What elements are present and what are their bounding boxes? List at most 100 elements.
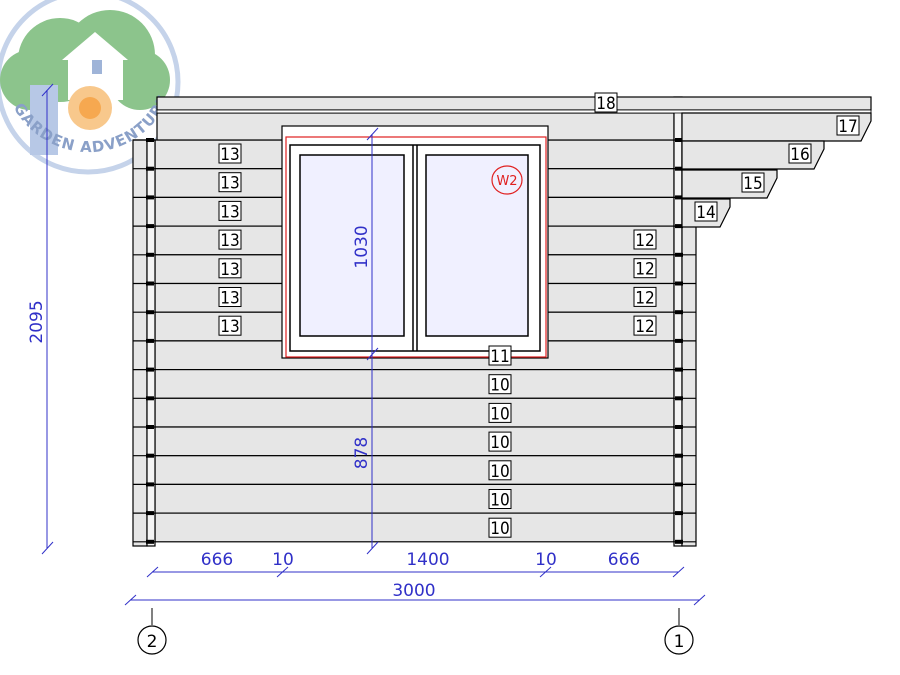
post-notch [675,539,683,544]
log-label-top-beam: 18 [594,92,618,114]
post-notch [146,252,154,257]
post-notch [675,338,683,343]
dim-window-height: 1030 [352,225,372,268]
wall-log [154,455,675,486]
dim-segment: 666 [608,550,640,570]
window-tag: W2 [496,174,517,189]
wall-log [154,512,675,543]
log-label-right: 12 [633,258,657,280]
post-notch [146,396,154,401]
post-notch [146,166,154,171]
dim-segment: 10 [272,550,294,570]
post-notch [146,482,154,487]
window-w2: W2 [281,125,549,359]
dim-overall-width: 3000 [392,581,435,601]
post-notch [675,138,683,142]
svg-text:12: 12 [635,260,654,280]
post-notch [675,511,683,516]
log-label-roof-step: 14 [694,201,718,223]
post-notch [675,396,683,401]
post-notch [146,138,154,142]
svg-text:13: 13 [220,231,239,251]
log-label-lower: 10 [488,431,512,453]
post-notch [146,367,154,372]
wall-log [154,483,675,514]
svg-text:14: 14 [696,203,715,223]
post-notch [146,310,154,315]
svg-text:16: 16 [790,145,809,165]
svg-text:13: 13 [220,289,239,309]
log-label-lower: 10 [488,460,512,482]
svg-text:10: 10 [490,376,509,396]
post-notch [146,425,154,429]
log-label-lower: 10 [488,489,512,511]
svg-text:10: 10 [490,404,509,424]
log-label-right: 12 [633,229,657,251]
axis-label-2: 2 [147,632,158,652]
post-notch [146,338,154,343]
log-label-left: 13 [218,229,242,251]
post-notch [675,281,683,286]
dim-sill-height: 878 [352,437,372,469]
log-label-right: 12 [633,286,657,308]
post-notch [146,195,154,200]
log-label-left: 13 [218,143,242,165]
window-tag-circle [491,165,523,195]
post-notch [675,195,683,200]
post-notch [675,425,683,429]
log-label-roof-step: 15 [741,172,765,194]
post-notch [675,367,683,372]
dimensions [41,83,706,606]
post-notch [146,281,154,286]
svg-text:17: 17 [838,117,857,137]
svg-text:13: 13 [220,317,239,337]
log-label-left: 13 [218,200,242,222]
svg-text:15: 15 [743,174,762,194]
log-label-left: 13 [218,287,242,309]
svg-text:12: 12 [635,231,654,251]
roof-step-log [681,112,872,142]
wall-log [154,426,675,457]
log-label-left: 13 [218,315,242,337]
dim-segment-labels: 666 10 1400 10 666 [201,550,640,570]
log-label-right: 12 [633,315,657,337]
svg-text:10: 10 [490,462,509,482]
post-notch [675,310,683,315]
dim-total-height: 2095 [27,300,47,343]
svg-text:13: 13 [220,202,239,222]
svg-text:12: 12 [635,288,654,308]
svg-text:11: 11 [490,347,509,367]
post-notch [675,166,683,171]
svg-text:13: 13 [220,145,239,165]
dim-segment: 10 [535,550,557,570]
svg-text:18: 18 [596,94,615,114]
post-notch [146,511,154,516]
post-notch [675,224,683,229]
log-label-left: 13 [218,172,242,194]
wall-log [154,369,675,399]
log-labels: 18 13 13 13 13 13 13 13 12 12 12 12 11 10 10 10 10 10 10 17… [218,92,860,539]
corner-post-left [132,139,156,547]
svg-text:10: 10 [490,433,509,453]
post-notch [146,453,154,458]
log-label-roof-step: 17 [836,115,860,137]
post-notch [675,482,683,487]
garden-adventure-logo: GARDEN ADVENTURE [0,0,181,175]
svg-text:10: 10 [490,491,509,511]
wall-log [154,397,675,428]
log-label-roof-step: 16 [788,143,812,165]
post-notch [146,224,154,229]
log-label-lower: 10 [488,402,512,424]
log-label-lower: 10 [488,374,512,396]
grid-axis-2: 2 [137,608,167,655]
log-label-lower: 11 [488,345,512,367]
top-beam [156,96,872,114]
sun-icon [68,86,112,130]
post-notch [675,453,683,458]
svg-text:10: 10 [490,519,509,539]
svg-text:13: 13 [220,260,239,280]
dim-segment: 666 [201,550,233,570]
dim-segment: 1400 [406,550,449,570]
post-notch [146,539,154,544]
